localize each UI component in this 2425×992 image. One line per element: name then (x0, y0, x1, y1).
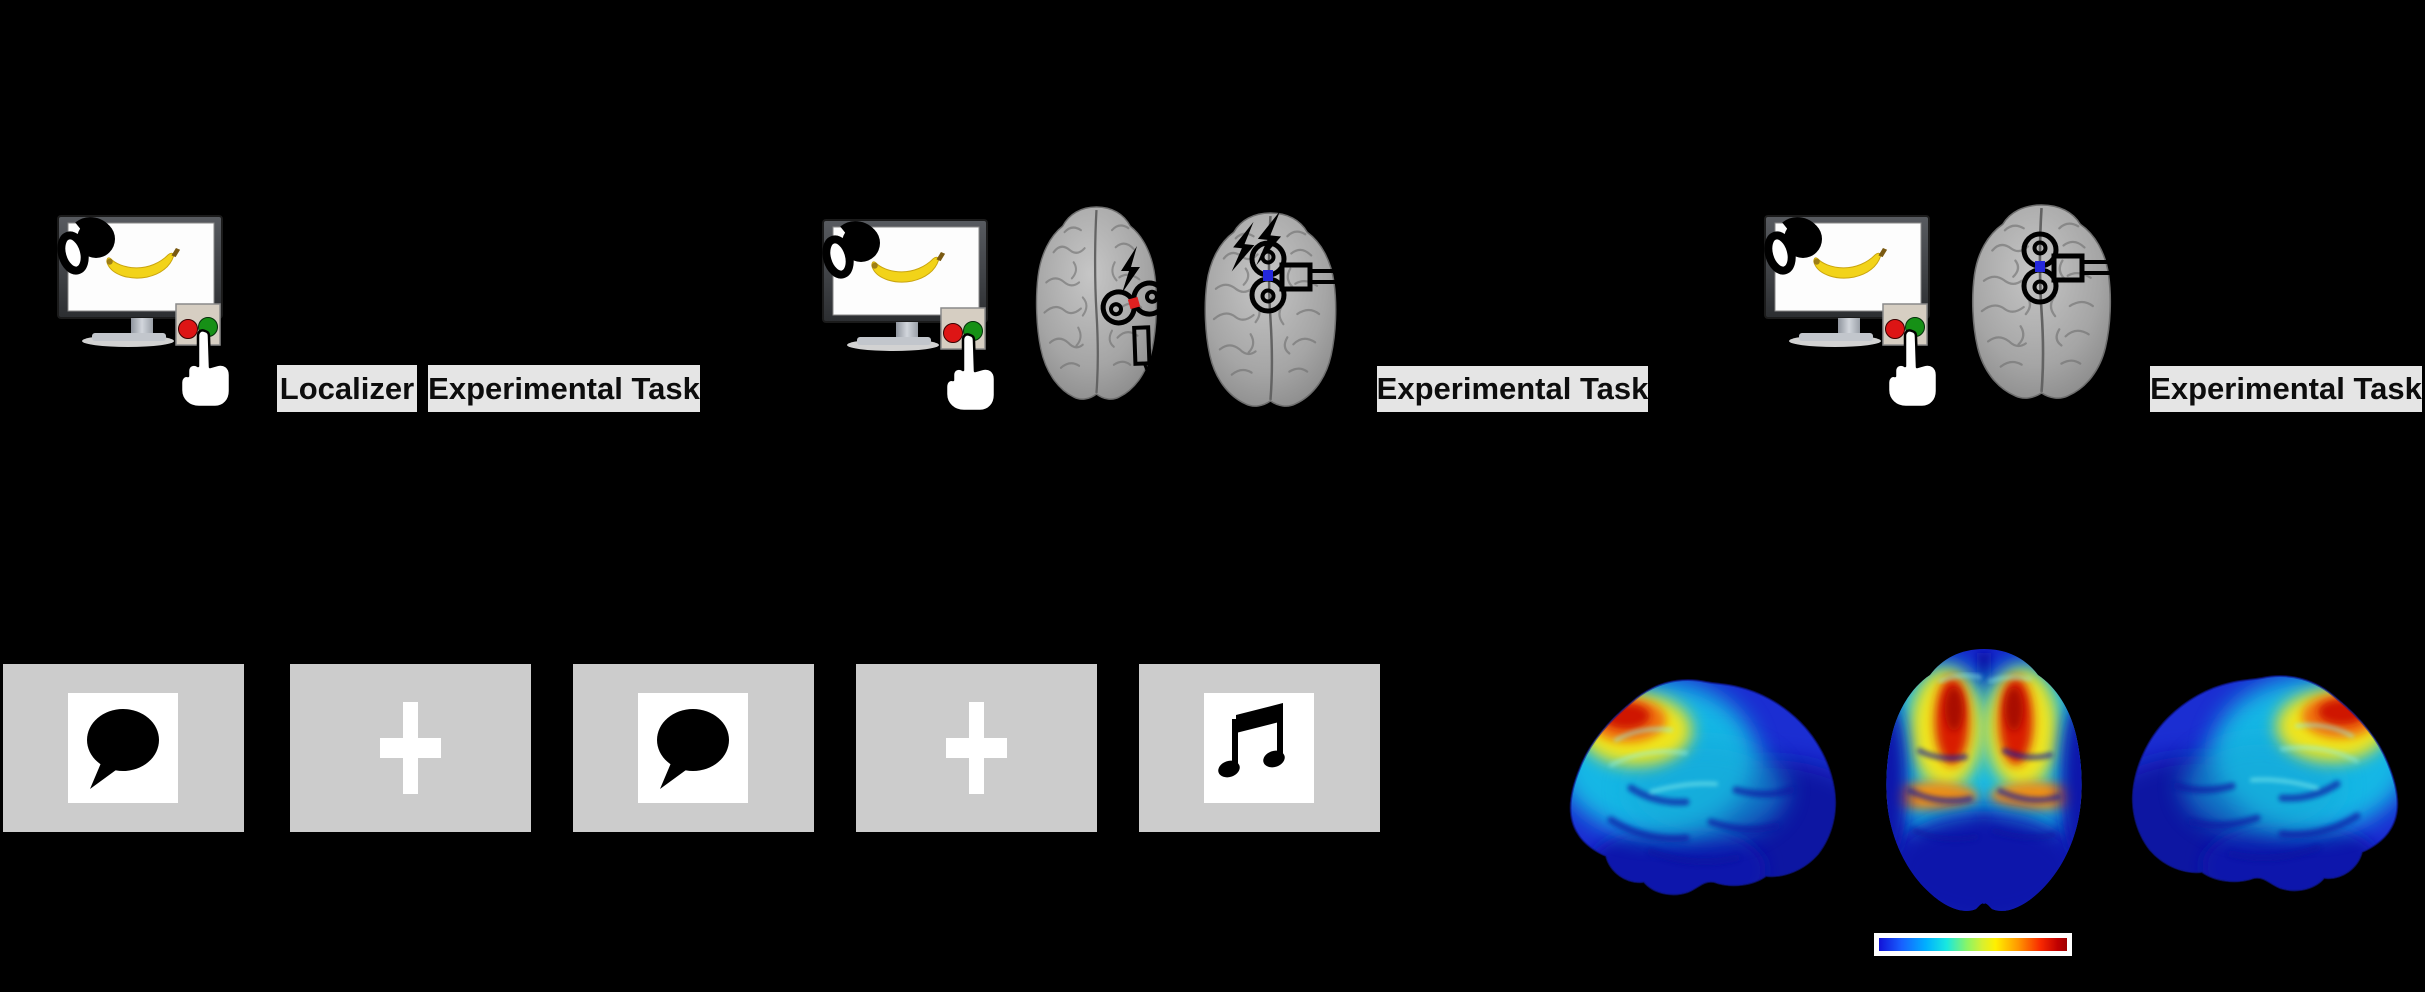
trial-screen-fixation-2 (856, 664, 1097, 832)
trial-screen-fixation-1 (290, 664, 531, 832)
experimental-task-label-2: Experimental Task (1377, 366, 1648, 412)
panel-1-setup (57, 216, 230, 407)
localizer-label: Localizer (277, 365, 417, 412)
coil-handle (1279, 262, 1342, 292)
stimulus-frame (638, 693, 748, 803)
tms-coil-icon (2021, 231, 2114, 305)
stimulation-site-marker-red (1127, 296, 1141, 310)
panel-3-setup (1764, 216, 1937, 407)
stimulation-site-marker-blue (2035, 261, 2045, 272)
trial-screen-speech-1 (3, 664, 244, 832)
coil-handle (1132, 325, 1154, 384)
panel-2-setup (822, 220, 995, 411)
tms-coil-icon (1100, 280, 1168, 384)
colorbar-frame (1874, 933, 2072, 956)
fixation-cross-icon (946, 738, 1007, 758)
coil-handle (2051, 253, 2114, 283)
activation-map-left-lateral (1556, 670, 1886, 915)
brain-lateral-coil (1035, 205, 1168, 401)
speech-bubble-icon (657, 709, 729, 789)
activation-map-right-lateral (2082, 666, 2412, 911)
stimulus-frame (1204, 693, 1314, 803)
stimulation-site-marker-blue (1263, 270, 1273, 281)
experimental-task-label-3: Experimental Task (2150, 366, 2422, 412)
trial-screen-music (1139, 664, 1380, 832)
jet-colorbar (1879, 938, 2067, 951)
music-note-icon (1218, 703, 1285, 778)
stimulus-frame (68, 693, 178, 803)
brain-midline-coil-bolts (1203, 209, 1342, 408)
trial-screen-speech-2 (573, 664, 814, 832)
brain-midline-coil (1971, 203, 2114, 400)
experimental-task-label-1: Experimental Task (428, 365, 700, 412)
fixation-cross-icon (380, 738, 441, 758)
activation-map-superior (1886, 649, 2082, 911)
speech-bubble-icon (87, 709, 159, 789)
